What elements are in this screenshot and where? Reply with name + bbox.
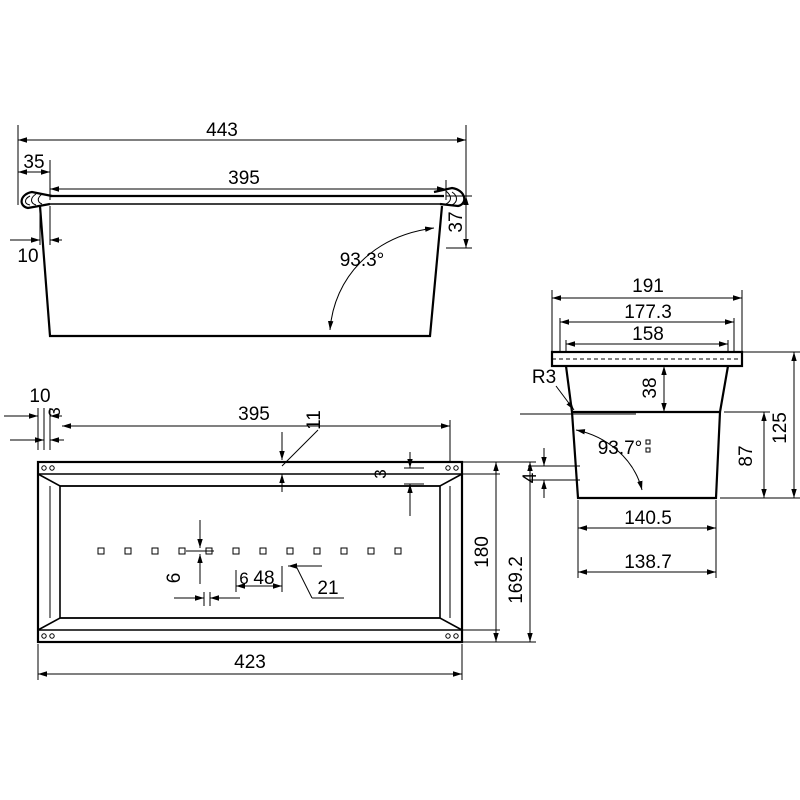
dim-rim-depth: 38 <box>640 377 661 398</box>
basket-top-outline <box>36 460 464 644</box>
vent-slots <box>97 547 402 555</box>
dim-slot-gap: 6 <box>239 569 248 588</box>
dim-side-overall: 191 <box>632 276 664 297</box>
side-upper-body <box>564 365 730 414</box>
dim-rim-height: 37 <box>446 211 467 232</box>
side-view: 191 177.3 158 R3 38 93.7° 4 <box>520 276 800 578</box>
dim-slot-size: 6 <box>164 573 185 584</box>
rim-curl-left <box>20 190 53 210</box>
dim-wall-offset: 10 <box>17 246 38 267</box>
dim-radius: R3 <box>532 367 556 388</box>
angle-arc-side <box>575 429 643 491</box>
basket-inner-floor <box>59 485 441 619</box>
dim-edge-offset: 10 <box>29 386 50 407</box>
dim-bottom-width: 138.7 <box>624 552 672 573</box>
dim-overall-width: 443 <box>206 120 238 141</box>
dim-slot-pitch: 48 <box>253 568 274 589</box>
dim-rim-width: 35 <box>23 152 44 173</box>
dim-edge-offset-small: 3 <box>45 407 64 416</box>
dim-wall-angle: 93.3° <box>340 250 385 271</box>
dim-lower-height: 87 <box>736 445 757 466</box>
dim-slot-width: 21 <box>317 578 338 599</box>
dim-side-rim: 177.3 <box>624 302 672 323</box>
dim-total-height: 125 <box>770 412 791 444</box>
dim-side-wall-angle: 93.7° <box>598 438 643 459</box>
dim-inner-width: 395 <box>228 168 260 189</box>
dim-overall-length: 423 <box>234 652 266 673</box>
dim-rim-gap: 11 <box>304 410 325 430</box>
dim-top-bottom-width: 140.5 <box>624 508 672 529</box>
dim-inner-depth: 169.2 <box>506 556 527 604</box>
top-view: 10 3 395 11 3 <box>4 386 536 680</box>
dim-outer-depth: 180 <box>472 536 493 568</box>
basket-body-front <box>38 205 444 338</box>
front-view: 443 35 395 10 37 93.3° <box>10 120 472 338</box>
corner-holes <box>41 465 459 639</box>
dim-inner-length: 395 <box>238 404 270 425</box>
side-lower-body <box>570 411 722 500</box>
dim-side-inner: 158 <box>632 324 664 345</box>
dim-ledge: 4 <box>520 472 541 483</box>
angle-arc-front <box>328 226 435 331</box>
